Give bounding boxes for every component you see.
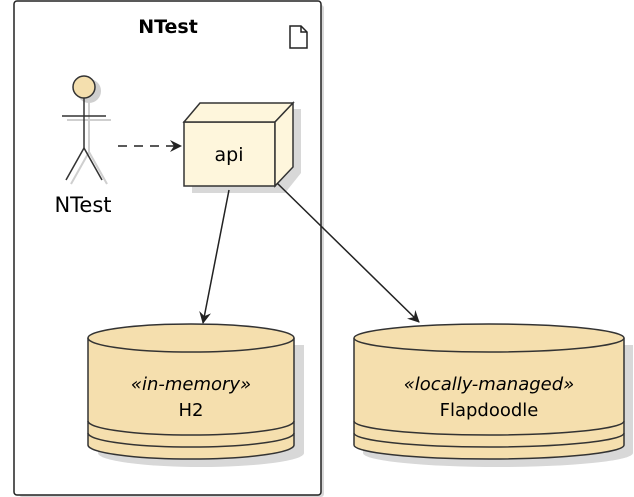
node-label: api	[215, 144, 244, 166]
api-to-flapdoodle-arrow	[276, 182, 420, 323]
package-document-icon	[289, 25, 308, 49]
actor-ntest: NTest	[54, 75, 112, 217]
database-name: H2	[179, 400, 204, 421]
package-title: NTest	[138, 16, 198, 38]
database-h2: «in-memory» H2	[87, 323, 304, 467]
database-name: Flapdoodle	[440, 400, 539, 421]
database-stereotype: «in-memory»	[131, 374, 251, 395]
node-api: api	[182, 101, 301, 193]
api-to-h2-arrow	[199, 189, 230, 324]
actor-icon	[62, 75, 106, 181]
actor-label: NTest	[54, 193, 111, 217]
database-flapdoodle: «locally-managed» Flapdoodle	[353, 323, 633, 467]
database-stereotype: «locally-managed»	[404, 374, 575, 395]
